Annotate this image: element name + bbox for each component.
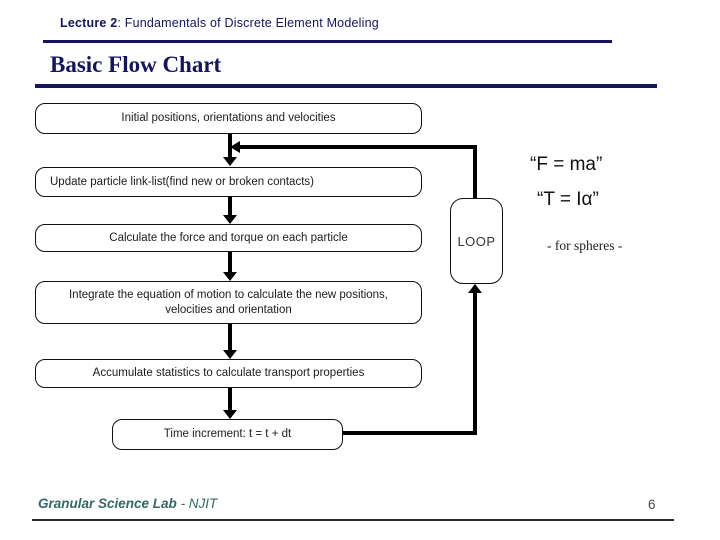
down-arrow-line	[228, 252, 232, 272]
loop-label: LOOP	[457, 233, 496, 249]
loop-bottom-horizontal-line	[342, 431, 477, 435]
flow-box-update-linklist: Update particle link-list(find new or br…	[35, 167, 422, 197]
flow-box-label: Update particle link-list(find new or br…	[50, 175, 314, 188]
annotation-for-spheres: - for spheres -	[547, 238, 623, 253]
slide-header: Lecture 2: Fundamentals of Discrete Elem…	[60, 16, 379, 30]
flow-box-initial-conditions: Initial positions, orientations and velo…	[35, 103, 422, 134]
down-arrow-icon	[223, 272, 237, 281]
flow-box-label: Time increment: t = t + dt	[163, 428, 292, 441]
header-lecture-subtitle: : Fundamentals of Discrete Element Model…	[117, 16, 379, 30]
page-title: Basic Flow Chart	[50, 52, 222, 77]
down-arrow-line	[228, 388, 232, 410]
down-arrow-line	[228, 324, 232, 350]
flow-box-label: Initial positions, orientations and velo…	[121, 112, 336, 125]
annotation-newton-force: “F = ma”	[530, 154, 603, 175]
down-arrow-icon	[223, 157, 237, 166]
flow-box-integrate-motion: Integrate the equation of motion to calc…	[35, 281, 422, 324]
loop-up-arrow-icon	[468, 284, 482, 293]
down-arrow-icon	[223, 410, 237, 419]
footer-lab-name: Granular Science Lab - NJIT	[38, 496, 217, 511]
flow-box-label: Accumulate statistics to calculate trans…	[92, 367, 365, 380]
loop-left-arrow-icon	[230, 141, 240, 153]
header-lecture-label: Lecture 2	[60, 16, 118, 30]
flow-box-label: Integrate the equation of motion to calc…	[68, 288, 388, 316]
footer-lab-bold: Granular Science Lab	[38, 496, 177, 511]
loop-top-horizontal-line	[240, 145, 477, 149]
loop-box: LOOP	[450, 198, 503, 284]
title-underline	[35, 84, 657, 88]
flow-box-label: Calculate the force and torque on each p…	[109, 231, 348, 244]
footer-lab-suffix: - NJIT	[176, 496, 218, 511]
page-number: 6	[648, 497, 656, 512]
header-underline	[43, 40, 612, 43]
flow-box-time-increment: Time increment: t = t + dt	[112, 419, 343, 450]
annotation-newton-torque: “T = Iα”	[537, 189, 599, 210]
flow-box-accumulate-statistics: Accumulate statistics to calculate trans…	[35, 359, 422, 388]
footer-underline	[32, 519, 674, 521]
loop-bottom-vertical-line	[473, 292, 477, 435]
down-arrow-icon	[223, 215, 237, 224]
loop-top-vertical-line	[473, 145, 477, 200]
down-arrow-line	[228, 197, 232, 215]
down-arrow-icon	[223, 350, 237, 359]
flow-box-calculate-force: Calculate the force and torque on each p…	[35, 224, 422, 252]
